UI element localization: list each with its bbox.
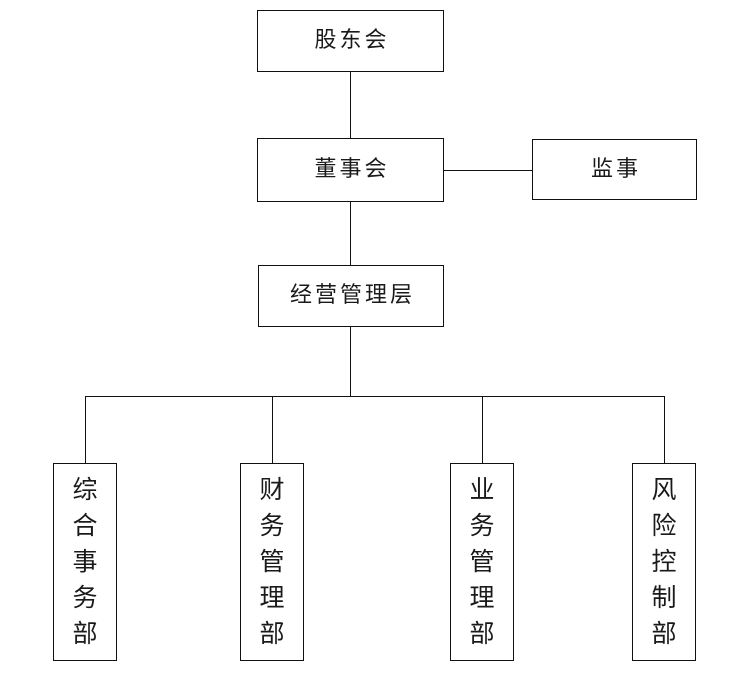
node-department-business-label: 业 务 管 理 部 xyxy=(469,475,495,648)
connector-drop-general-affairs xyxy=(84,395,86,464)
node-department-risk-control[interactable]: 风 险 控 制 部 xyxy=(632,463,696,661)
node-board-of-directors-label: 董事会 xyxy=(314,157,390,183)
connector-shareholders-to-board xyxy=(349,72,351,139)
department-distribution-bar xyxy=(85,395,665,397)
node-shareholders-meeting[interactable]: 股东会 xyxy=(257,10,444,72)
node-department-business[interactable]: 业 务 管 理 部 xyxy=(450,463,514,661)
node-board-of-directors[interactable]: 董事会 xyxy=(257,138,444,202)
connector-drop-risk-control xyxy=(663,395,665,464)
connector-drop-finance xyxy=(271,395,273,464)
node-department-finance-label: 财 务 管 理 部 xyxy=(259,475,285,648)
node-management-level-label: 经营管理层 xyxy=(289,283,415,309)
connector-management-to-departments xyxy=(349,327,351,397)
node-department-general-affairs[interactable]: 综 合 事 务 部 xyxy=(53,463,117,661)
node-shareholders-meeting-label: 股东会 xyxy=(314,28,390,54)
node-department-risk-control-label: 风 险 控 制 部 xyxy=(651,475,677,648)
connector-drop-business xyxy=(481,395,483,464)
node-supervisor[interactable]: 监事 xyxy=(532,139,697,200)
node-management-level[interactable]: 经营管理层 xyxy=(258,265,444,327)
connector-board-to-management xyxy=(349,202,351,266)
node-department-finance[interactable]: 财 务 管 理 部 xyxy=(240,463,304,661)
node-supervisor-label: 监事 xyxy=(590,156,641,182)
node-department-general-affairs-label: 综 合 事 务 部 xyxy=(72,475,98,648)
connector-board-to-supervisor xyxy=(443,169,533,171)
